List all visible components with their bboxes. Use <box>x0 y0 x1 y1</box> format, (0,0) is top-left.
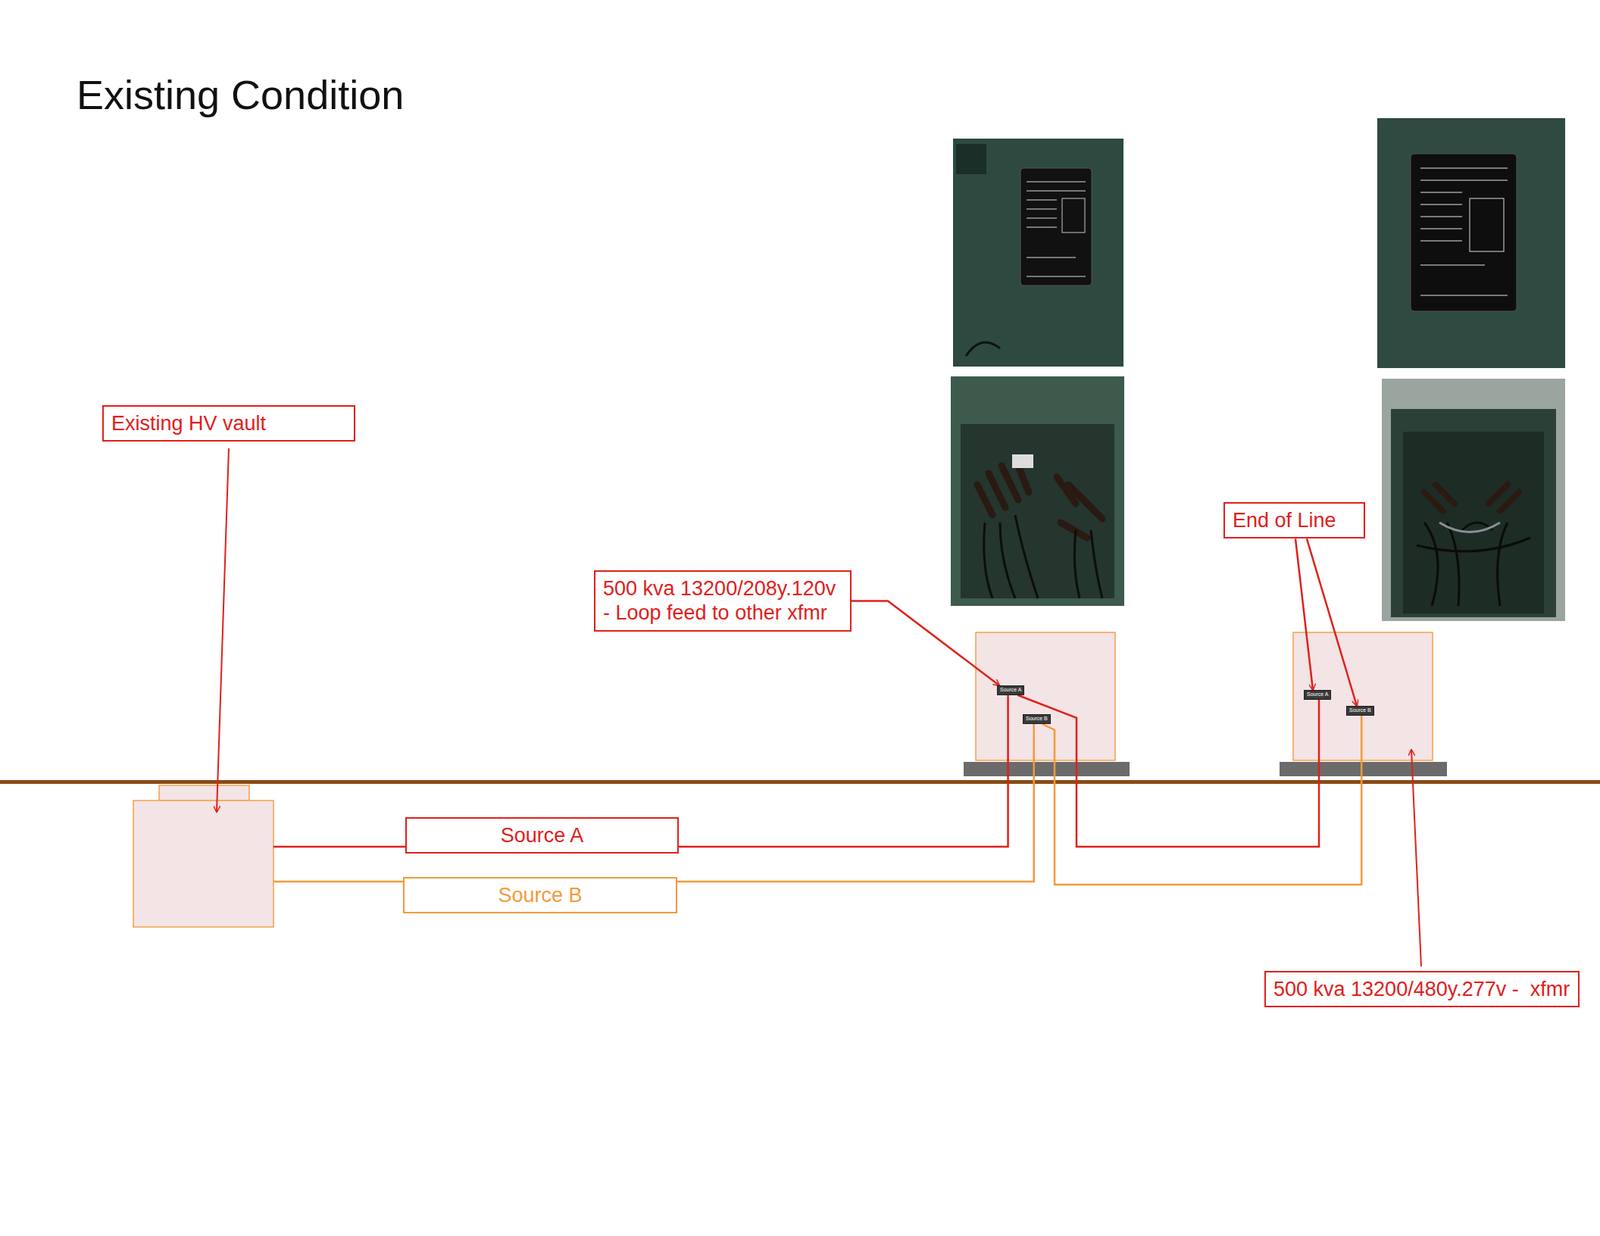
node-text: Source A <box>1000 687 1022 694</box>
callout-box: 500 kva 13200/480y.277v - xfmr <box>1264 971 1580 1008</box>
node-text: Source A <box>414 823 670 848</box>
wire-connector <box>677 724 1035 882</box>
node-text: Source B <box>412 883 669 908</box>
node-text: 500 kva 13200/480y.277v - xfmr <box>1273 977 1571 1002</box>
photo-cabinet <box>950 376 1125 607</box>
photo-nameplate <box>953 138 1124 367</box>
leader-arrow <box>1411 750 1422 967</box>
terminal-tag: Source B <box>1022 714 1051 725</box>
cabinet-interior <box>1403 431 1544 614</box>
photo-ground <box>950 376 1125 607</box>
nameplate-diagram <box>1469 198 1504 252</box>
nameplate-lines <box>1026 181 1086 277</box>
photo-ground <box>1377 118 1566 369</box>
cable <box>965 342 1000 357</box>
transformer-pad <box>963 762 1130 777</box>
node-text: Existing HV vault <box>111 411 347 436</box>
feeder-wire <box>273 846 410 849</box>
photo-detail <box>956 143 987 175</box>
nameplate <box>1410 153 1517 312</box>
terminal-tag: Source B <box>1346 706 1375 716</box>
transformer-box <box>1293 632 1433 761</box>
photo-nameplate <box>1377 118 1566 369</box>
node-text: 500 kva 13200/208y.120v - Loop feed to o… <box>603 576 843 626</box>
wire-connector <box>1017 695 1319 847</box>
nameplate-diagram <box>1062 198 1085 233</box>
node-text: Source B <box>1025 715 1048 723</box>
bushings <box>1424 484 1519 512</box>
terminal-tag: Source A <box>1303 690 1332 700</box>
photo-ground <box>953 138 1124 367</box>
cable <box>1439 522 1500 533</box>
cabinet-door <box>1390 409 1557 618</box>
wire-connector <box>1042 715 1362 885</box>
photo-ground <box>1381 378 1566 622</box>
photo-cabinet <box>1381 378 1566 622</box>
feeder-wire <box>273 881 410 884</box>
cabinet-interior <box>960 424 1115 599</box>
nameplate-lines <box>1420 168 1508 296</box>
leader-arrow <box>216 448 229 813</box>
nameplate <box>1020 168 1092 286</box>
node-text: End of Line <box>1232 508 1357 533</box>
callout-box: 500 kva 13200/208y.120v - Loop feed to o… <box>593 570 852 632</box>
ground-line <box>0 780 1600 785</box>
vault-lid <box>159 785 250 801</box>
wire-connector <box>851 600 1000 686</box>
tag <box>1012 454 1034 469</box>
callout-box: End of Line <box>1223 502 1366 539</box>
transformer-box <box>975 632 1116 761</box>
hv-vault <box>133 800 274 928</box>
cables <box>984 515 1103 599</box>
terminal-tag: Source A <box>996 685 1025 696</box>
source-label: Source B <box>403 877 678 914</box>
source-label: Source A <box>405 817 679 854</box>
wire-connector <box>678 695 1009 847</box>
wire-connector <box>1295 538 1313 691</box>
page-title: Existing Condition <box>76 71 404 119</box>
bushings <box>977 458 1103 538</box>
cables <box>1416 522 1531 607</box>
wire-connector <box>1306 538 1357 707</box>
callout-box: Existing HV vault <box>102 405 356 442</box>
node-text: Source B <box>1349 707 1372 715</box>
node-text: Source A <box>1306 691 1329 699</box>
transformer-pad <box>1279 762 1447 777</box>
